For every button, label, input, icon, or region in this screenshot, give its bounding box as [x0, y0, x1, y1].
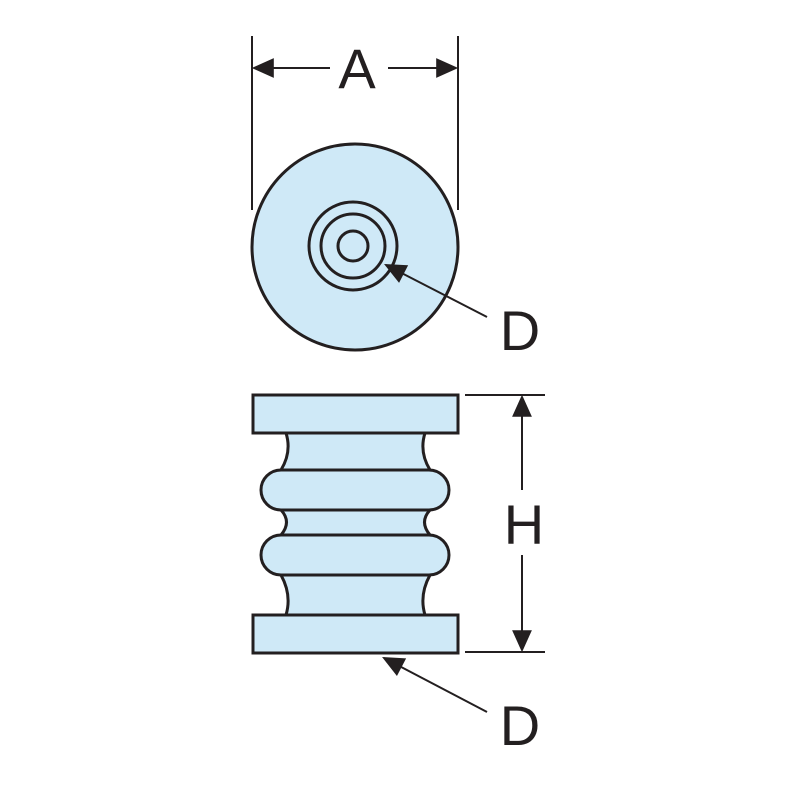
side-view-top-plate [251, 393, 460, 435]
callout-d-bottom-leader [382, 656, 488, 713]
callout-d-top-label: D [500, 299, 540, 362]
dimension-a: A [251, 36, 459, 210]
side-view-bellows-body [270, 431, 441, 617]
side-view-ring-upper [259, 468, 451, 512]
callout-d-bottom-label: D [500, 694, 540, 757]
side-view [251, 393, 460, 655]
side-view-bottom-plate [251, 613, 460, 655]
side-view-ring-lower [259, 533, 451, 577]
dimension-h-label: H [504, 493, 544, 556]
callout-d-top-leader [384, 263, 488, 318]
top-view-center-hole [336, 229, 370, 263]
callout-d-top: D [384, 263, 540, 362]
top-view [250, 142, 460, 352]
callout-d-bottom: D [382, 656, 540, 757]
dimension-a-label: A [338, 37, 376, 100]
dimension-h: H [465, 394, 545, 653]
